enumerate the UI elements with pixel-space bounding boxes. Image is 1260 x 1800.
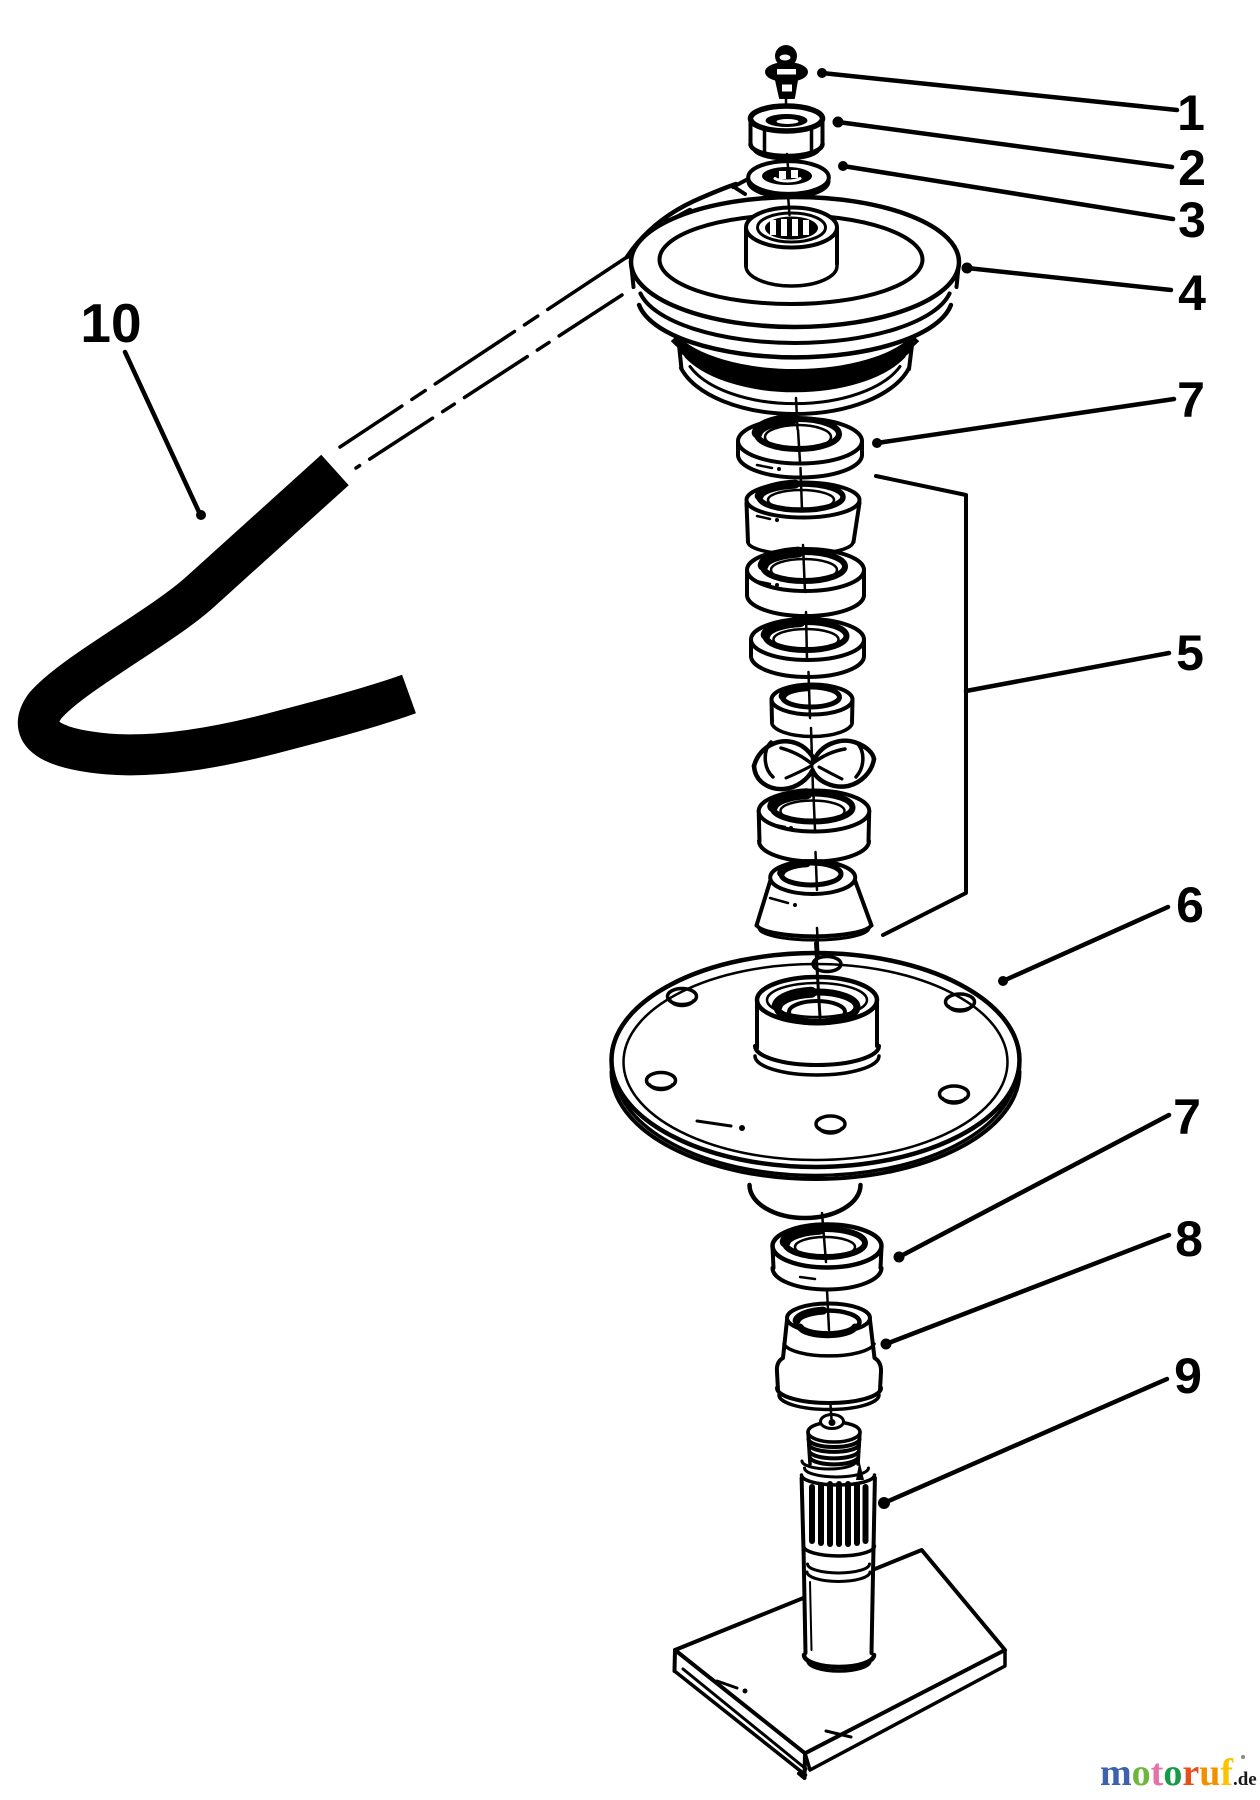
svg-text:8: 8 [1175,1211,1203,1267]
svg-text:3: 3 [1178,192,1206,248]
svg-text:4: 4 [1178,265,1206,321]
svg-text:2: 2 [1178,140,1206,196]
svg-text:9: 9 [1174,1348,1202,1404]
svg-text:7: 7 [1173,1089,1201,1145]
svg-text:1: 1 [1177,85,1205,141]
svg-text:5: 5 [1176,625,1204,681]
svg-text:6: 6 [1176,877,1204,933]
svg-text:motoruf.de: motoruf.de [1100,1752,1257,1794]
svg-text:10: 10 [80,292,141,354]
svg-text:7: 7 [1177,372,1205,428]
